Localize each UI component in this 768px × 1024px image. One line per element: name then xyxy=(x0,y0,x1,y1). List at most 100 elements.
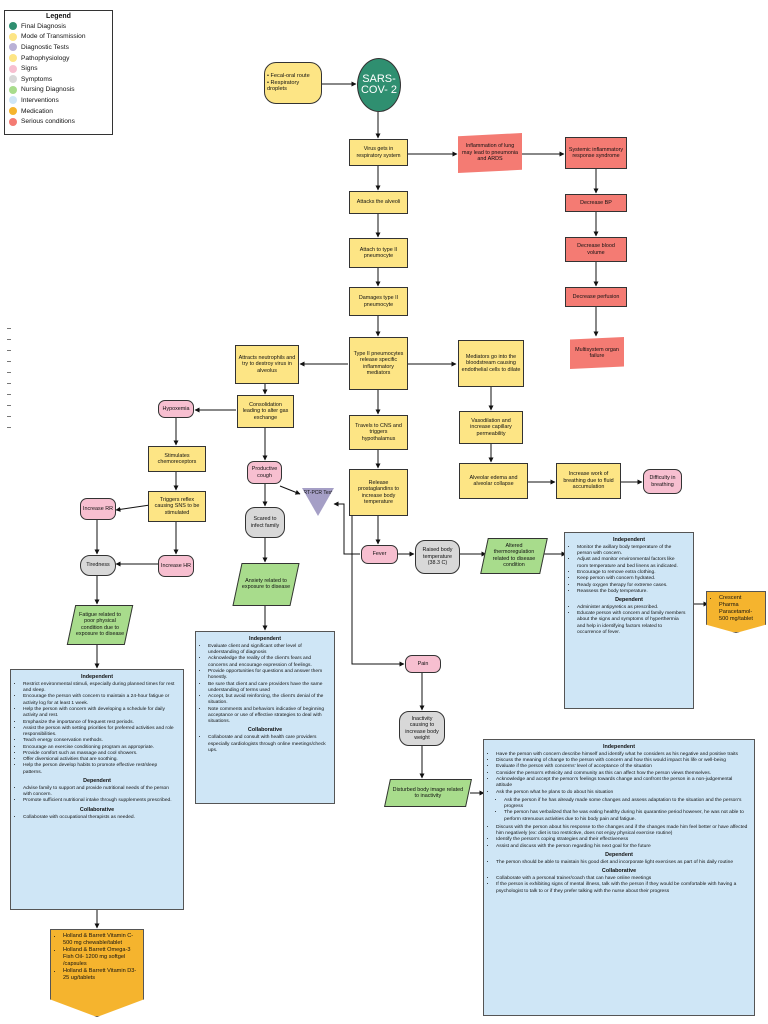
list-item: Assist and discuss with the person regar… xyxy=(496,844,748,850)
legend-label: Final Diagnosis xyxy=(21,22,67,30)
attach-type2-node: Attach to type II pneumocyte xyxy=(349,238,408,268)
systemic-inflammatory-node: Systemic inflammatory response syndrome xyxy=(565,137,627,169)
altered-thermoregulation-node: Altered thermoregulation related to dise… xyxy=(480,538,548,574)
list-item: Help the person with concern with develo… xyxy=(23,707,177,720)
legend-label: Serious conditions xyxy=(21,118,75,126)
list-item: Collaborate with a personal trainer/coac… xyxy=(496,876,748,882)
anxiety-diagnosis-node: Anxiety related to exposure to disease xyxy=(232,563,300,606)
panel-heading: Dependent xyxy=(615,597,643,604)
mediators-bloodstream-node: Mediators go into the bloodstream causin… xyxy=(458,340,524,387)
list-item: Discuss the meaning of change to the per… xyxy=(496,758,748,764)
thermo-independent-list: Monitor the axillary body temperature of… xyxy=(571,545,687,595)
body-image-independent-list: Have the person with concern describe hi… xyxy=(490,752,748,796)
list-item: Teach energy conservation methods. xyxy=(23,738,177,744)
panel-heading: Independent xyxy=(602,744,636,750)
list-item: Evaluate client and significant other le… xyxy=(208,644,328,657)
fever-node: Fever xyxy=(361,545,398,564)
legend-label: Nursing Diagnosis xyxy=(21,86,75,94)
list-item: Acknowledge and accept the person's feel… xyxy=(496,777,748,790)
list-item: Help the person develop habits to promot… xyxy=(23,763,177,776)
legend-item-medication: Medication xyxy=(9,106,108,117)
damages-type2-node: Damages type II pneumocyte xyxy=(349,287,408,316)
decrease-blood-volume-node: Decrease blood volume xyxy=(565,237,627,262)
thermoregulation-interventions-panel: Independent Monitor the axillary body te… xyxy=(564,532,694,709)
stimulates-chemoreceptors-node: Stimulates chemoreceptors xyxy=(148,446,206,472)
list-item: Consider the person's ethnicity and comm… xyxy=(496,771,748,777)
panel-heading: Independent xyxy=(80,674,114,680)
list-item: Encourage to remove extra clothing. xyxy=(577,570,687,576)
legend-item-mode-of-transmission: Mode of Transmission xyxy=(9,32,108,43)
paracetamol-medication: Crescent Pharma Paracetamol- 500 mg/tabl… xyxy=(706,591,766,633)
list-item: Monitor the axillary body temperature of… xyxy=(577,545,687,558)
panel-heading: Collaborative xyxy=(79,806,115,813)
list-item: Ready oxygen therapy for extreme cases. xyxy=(577,583,687,589)
list-item: Educate person with concern and family m… xyxy=(577,611,687,636)
list-item: If the person is exhibiting signs of men… xyxy=(496,882,748,895)
list-item: Emphasize the importance of frequent res… xyxy=(23,720,177,726)
legend-title: Legend xyxy=(46,13,71,20)
medication-list: Crescent Pharma Paracetamol- 500 mg/tabl… xyxy=(713,595,759,623)
increase-rr-node: Increase RR xyxy=(80,498,116,520)
list-item: Offer diversional activities that are so… xyxy=(23,757,177,763)
virus-gets-node: Virus gets in respiratory system xyxy=(349,139,408,166)
anxiety-collaborative-list: Collaborate and consult with health care… xyxy=(202,735,328,754)
body-image-sub-list: Ask the person if he has already made so… xyxy=(490,798,748,823)
body-image-collaborative-list: Collaborate with a personal trainer/coac… xyxy=(490,876,748,895)
thermo-dependent-list: Administer antipyretics as prescribed. E… xyxy=(571,605,687,636)
final-diagnosis-node: SARS-COV- 2 xyxy=(357,58,401,112)
list-item: Acknowledge the reality of the client's … xyxy=(208,656,328,669)
list-item: Administer antipyretics as prescribed. xyxy=(577,605,687,611)
list-item: Provide opportunities for questions and … xyxy=(208,669,328,682)
medication-list: Holland & Barrett Vitamin C- 500 mg chew… xyxy=(57,933,137,982)
legend-item-signs: Signs xyxy=(9,63,108,74)
panel-heading: Dependent xyxy=(605,851,633,858)
fatigue-collaborative-list: Collaborate with occupational therapists… xyxy=(17,815,177,821)
legend-label: Interventions xyxy=(21,96,59,104)
list-item: Have the person with concern describe hi… xyxy=(496,752,748,758)
disturbed-body-image-node: Disturbed body image related to inactivi… xyxy=(384,779,472,807)
legend-item-nursing-diagnosis: Nursing Diagnosis xyxy=(9,85,108,96)
decrease-perfusion-node: Decrease perfusion xyxy=(565,287,627,307)
list-item: Collaborate and consult with health care… xyxy=(208,735,328,754)
supplements-medication: Holland & Barrett Vitamin C- 500 mg chew… xyxy=(50,929,144,1017)
list-item: Reassess the body temperature. xyxy=(577,589,687,595)
anxiety-diagnosis-label: Anxiety related to exposure to disease xyxy=(241,578,291,591)
legend-item-diagnostic-tests: Diagnostic Tests xyxy=(9,42,108,53)
panel-heading: Independent xyxy=(248,636,282,642)
tiredness-node: Tiredness xyxy=(80,555,116,576)
edge-ticks xyxy=(7,328,13,438)
list-item: Note comments and behaviors indicative o… xyxy=(208,707,328,726)
body-image-independent-more-list: Discuss with the person about his respon… xyxy=(490,825,748,850)
list-item: The person has verbalized that he was ea… xyxy=(504,810,748,823)
anxiety-independent-list: Evaluate client and significant other le… xyxy=(202,644,328,725)
list-item: Advise family to support and provide nut… xyxy=(23,786,177,799)
hypoxemia-node: Hypoxemia xyxy=(158,400,194,418)
legend-item-final-diagnosis: Final Diagnosis xyxy=(9,21,108,32)
list-item: Provide comfort such as massage and cool… xyxy=(23,751,177,757)
list-item: Holland & Barrett Omega-3 Fish Oil- 1200… xyxy=(63,947,137,968)
list-item: Holland & Barrett Vitamin D3- 25 ug/tabl… xyxy=(63,968,137,982)
list-item: Ask the person if he has already made so… xyxy=(504,798,748,811)
increase-hr-node: Increase HR xyxy=(158,555,194,577)
attracts-neutrophils-node: Attracts neutrophils and try to destroy … xyxy=(235,345,299,384)
mode-of-transmission-node: • Fecal-oral route • Respiratory droplet… xyxy=(264,62,322,104)
list-item: Collaborate with occupational therapists… xyxy=(23,815,177,821)
increase-work-breathing-node: Increase work of breathing due to fluid … xyxy=(556,463,621,499)
type2-release-node: Type II pneumocytes release specific inf… xyxy=(349,337,408,390)
legend-item-symptoms: Symptoms xyxy=(9,74,108,85)
legend-swatch xyxy=(9,54,17,63)
list-item: Assist the person with setting prioritie… xyxy=(23,726,177,739)
legend-swatch xyxy=(9,22,17,31)
mode-respiratory-droplets: • Respiratory droplets xyxy=(267,79,300,93)
legend-item-serious-conditions: Serious conditions xyxy=(9,116,108,127)
legend-swatch xyxy=(9,75,17,84)
legend-swatch xyxy=(9,43,17,52)
fatigue-dependent-list: Advise family to support and provide nut… xyxy=(17,786,177,805)
legend-item-pathophysiology: Pathophysiology xyxy=(9,53,108,64)
legend-swatch xyxy=(9,96,17,105)
disturbed-body-image-label: Disturbed body image related to inactivi… xyxy=(392,786,464,799)
productive-cough-node: Productive cough xyxy=(247,461,282,484)
list-item: Adjust and monitor environmental factors… xyxy=(577,557,687,570)
inactivity-node: Inactivity causing to increase body weig… xyxy=(399,711,445,746)
